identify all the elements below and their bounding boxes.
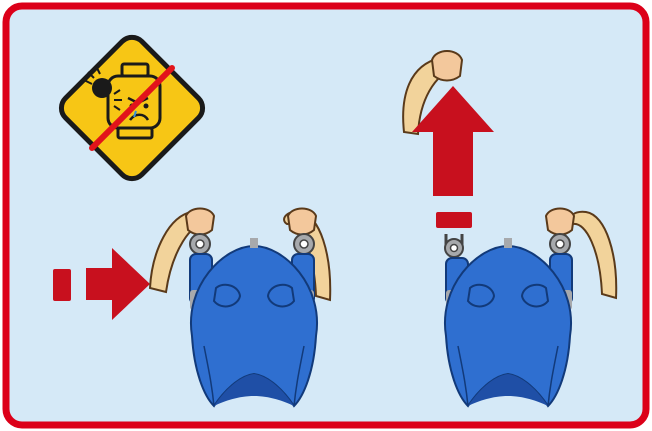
instruction-panel (0, 0, 652, 431)
instruction-illustration (0, 0, 652, 431)
